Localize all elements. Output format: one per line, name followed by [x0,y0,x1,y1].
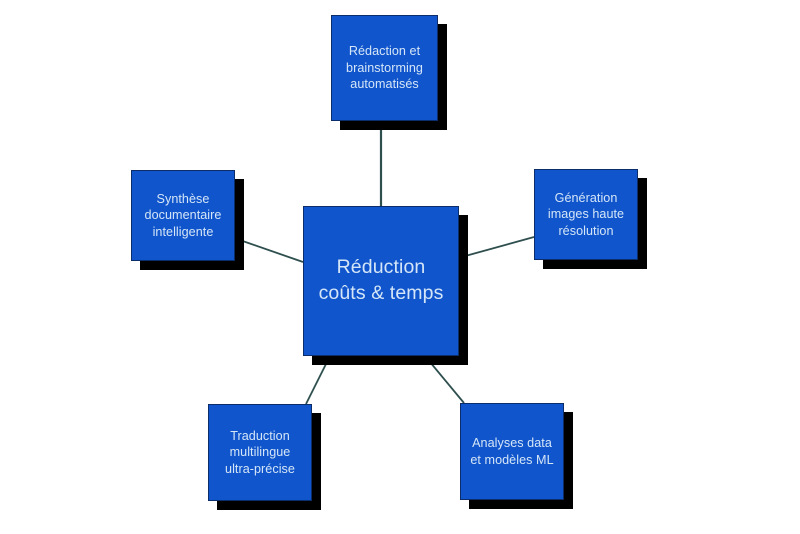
node-left-label: Synthèse documentaire intelligente [144,191,222,239]
node-top-label: Rédaction et brainstorming automatisés [346,44,423,92]
edge-center-to-left [233,237,304,263]
node-bottom-right[interactable]: Analyses data et modèles ML [460,403,564,500]
node-central[interactable]: Réduction coûts & temps [303,206,459,356]
edge-center-to-right [457,236,535,259]
node-bottom-left[interactable]: Traduction multilingue ultra-précise [208,404,312,501]
node-right[interactable]: Génération images haute résolution [534,169,638,260]
node-left[interactable]: Synthèse documentaire intelligente [131,170,235,261]
node-bottom-left-label: Traduction multilingue ultra-précise [225,428,295,476]
node-central-label: Réduction coûts & temps [318,256,444,304]
node-right-label: Génération images haute résolution [547,190,625,238]
node-top[interactable]: Rédaction et brainstorming automatisés [331,15,438,121]
node-bottom-right-label: Analyses data et modèles ML [470,435,554,467]
